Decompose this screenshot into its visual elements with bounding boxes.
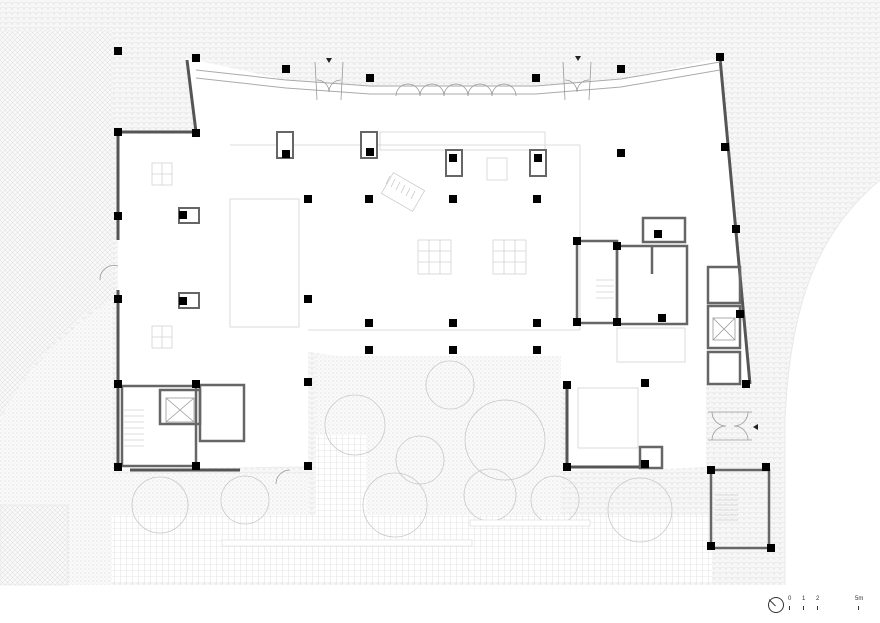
- north-arrow-icon: [768, 597, 784, 613]
- scale-tick: [858, 606, 859, 610]
- scale-label-2: 2: [816, 596, 820, 602]
- interior-walls: [120, 216, 771, 550]
- se-stair-treads: [715, 494, 738, 521]
- entrance-arrow-icon: [326, 58, 332, 63]
- entrance-arrow-icon: [753, 424, 758, 430]
- scale-label-5m: 5m: [855, 596, 864, 602]
- elevator-icons: [165, 317, 736, 423]
- courtyard-garden: [112, 356, 712, 583]
- scale-tick: [817, 606, 818, 610]
- scale-label-1: 1: [802, 596, 806, 602]
- entrance-arrow-icon: [575, 56, 581, 61]
- east-stair-treads: [596, 279, 614, 299]
- scale-label-0: 0: [788, 596, 792, 602]
- scale-tick: [803, 606, 804, 610]
- entrance-doors: [99, 61, 752, 485]
- west-stair-treads: [124, 409, 144, 447]
- entrance-arrows: [326, 56, 758, 430]
- central-stair: [381, 172, 425, 212]
- stairs: [124, 172, 738, 521]
- stage-area: [229, 198, 300, 328]
- north-facade: [195, 61, 721, 95]
- building-footprint: [118, 58, 752, 470]
- structural-columns: [114, 47, 775, 552]
- scale-bar: 0 1 2 5m: [766, 596, 876, 618]
- scale-tick: [789, 606, 790, 610]
